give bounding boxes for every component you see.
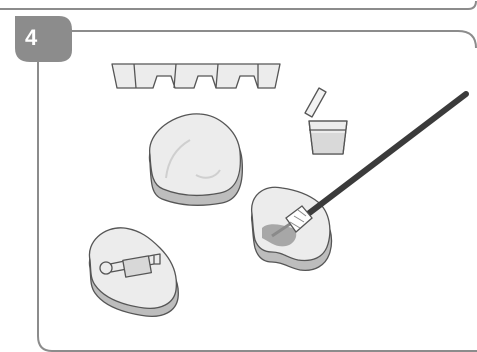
stone-with-brooch-pin — [89, 228, 178, 317]
step-number: 4 — [25, 25, 38, 50]
step-badge: 4 — [15, 16, 72, 62]
glue-cup-with-stick — [305, 88, 347, 154]
stone-being-brushed — [252, 187, 332, 270]
molds-tray — [112, 64, 280, 88]
panel-frame-top — [70, 31, 476, 48]
plaster-stone-blank — [149, 114, 242, 205]
previous-panel-edge — [0, 1, 476, 9]
